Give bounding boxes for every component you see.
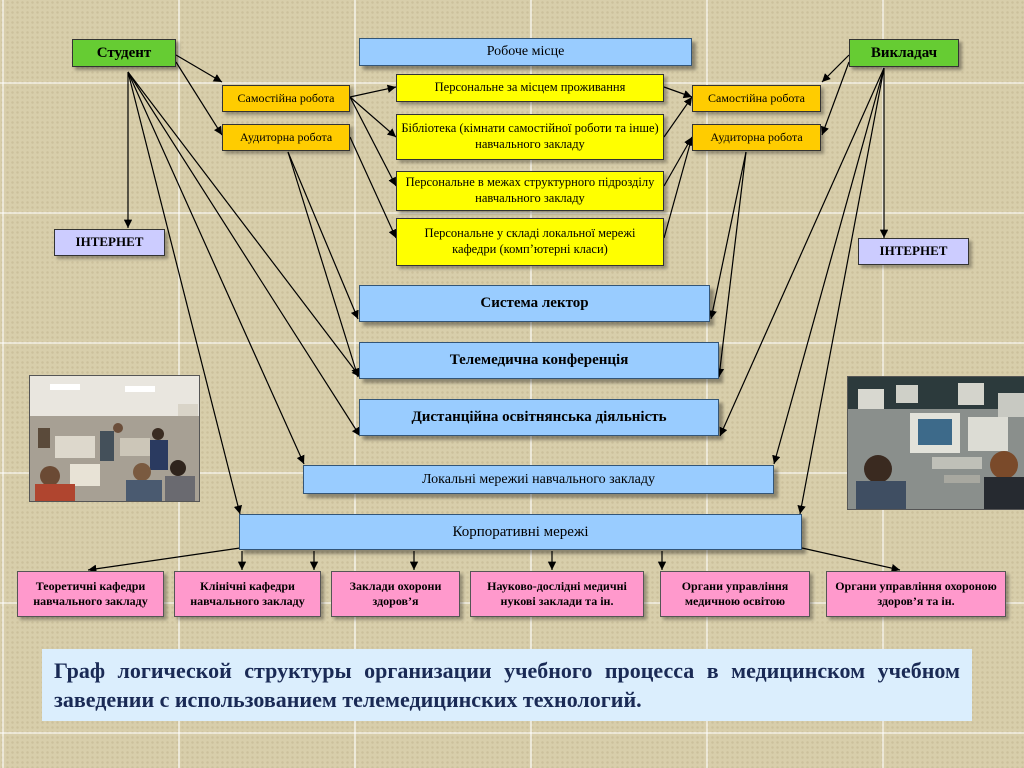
lector-system-label: Система лектор (480, 295, 589, 312)
independent-work-right-label: Самостійна робота (708, 91, 805, 105)
independent-work-right: Самостійна робота (692, 85, 821, 112)
lector-system-node: Система лектор (359, 285, 710, 322)
computer-lab-photo-right (847, 376, 1024, 510)
local-networks-label: Локальні мережиі навчального закладу (422, 471, 655, 487)
student-label: Студент (96, 44, 152, 61)
institution-education-management: Органи управління медичною освітою (660, 571, 810, 617)
teacher-label: Викладач (870, 44, 938, 61)
workplace-item-home: Персональне за місцем проживання (396, 74, 664, 102)
classroom-work-right: Аудиторна робота (692, 124, 821, 151)
workplace-title: Робоче місце (486, 44, 565, 60)
institution-research: Науково-дослідні медичні нукові заклади … (470, 571, 644, 617)
workplace-item-department: Персональне в межах структурного підрозд… (396, 171, 664, 211)
workplace-item-lan-label: Персональне у складі локальної мережі ка… (424, 226, 636, 256)
corporate-networks-label: Корпоративні мережі (452, 523, 589, 540)
institution-education-management-label: Органи управління медичною освітою (681, 579, 789, 608)
workplace-item-library-label: Бібліотека (кімнати самостійної роботи т… (401, 121, 659, 151)
institution-health-management: Органи управління охороною здоров’я та і… (826, 571, 1006, 617)
telemed-conference-node: Телемедична конференція (359, 342, 719, 379)
independent-work-left: Самостійна робота (222, 85, 350, 112)
internet-left-label: ІНТЕРНЕТ (75, 234, 144, 250)
workplace-title-node: Робоче місце (359, 38, 692, 66)
classroom-work-left: Аудиторна робота (222, 124, 350, 151)
workplace-item-library: Бібліотека (кімнати самостійної роботи т… (396, 114, 664, 160)
corporate-networks-node: Корпоративні мережі (239, 514, 802, 550)
workplace-item-lan: Персональне у складі локальної мережі ка… (396, 218, 664, 266)
independent-work-left-label: Самостійна робота (237, 91, 335, 105)
internet-right-label: ІНТЕРНЕТ (879, 243, 948, 259)
institution-health-management-label: Органи управління охороною здоров’я та і… (835, 579, 997, 608)
internet-left: ІНТЕРНЕТ (54, 229, 165, 256)
telemed-conference-label: Телемедична конференція (449, 352, 629, 369)
institution-research-label: Науково-дослідні медичні нукові заклади … (487, 579, 627, 608)
institution-theoretical: Теоретичні кафедри навчального закладу (17, 571, 164, 617)
classroom-work-right-label: Аудиторна робота (710, 130, 803, 144)
student-node: Студент (72, 39, 176, 67)
institution-theoretical-label: Теоретичні кафедри навчального закладу (33, 579, 148, 608)
institution-clinical: Клінічні кафедри навчального закладу (174, 571, 321, 617)
institution-healthcare-label: Заклади охорони здоров’я (349, 579, 442, 608)
distance-education-label: Дистанційна освітнянська діяльність (411, 409, 667, 426)
institution-clinical-label: Клінічні кафедри навчального закладу (190, 579, 305, 608)
institution-healthcare: Заклади охорони здоров’я (331, 571, 460, 617)
teacher-node: Викладач (849, 39, 959, 67)
classroom-work-left-label: Аудиторна робота (239, 130, 333, 144)
distance-education-node: Дистанційна освітнянська діяльність (359, 399, 719, 436)
internet-right: ІНТЕРНЕТ (858, 238, 969, 265)
classroom-photo-left (29, 375, 200, 502)
workplace-item-home-label: Персональне за місцем проживання (434, 80, 626, 95)
local-networks-node: Локальні мережиі навчального закладу (303, 465, 774, 494)
workplace-item-department-label: Персональне в межах структурного підрозд… (405, 175, 655, 205)
diagram-caption: Граф логической структуры организации уч… (42, 649, 972, 721)
